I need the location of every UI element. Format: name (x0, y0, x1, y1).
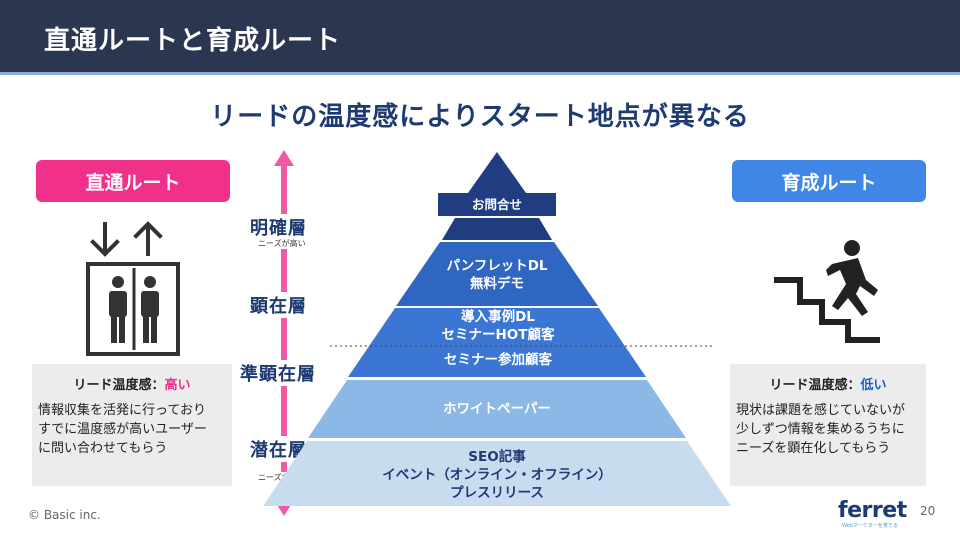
page-title: 直通ルートと育成ルート (44, 26, 342, 56)
direct-route-info: リード温度感：高い 情報収集を活発に行っており すでに温度感が高いユーザー に問… (32, 364, 232, 486)
pyramid-level-5 (263, 441, 731, 506)
pyramid-text-seo: SEO記事 イベント（オンライン・オフライン） プレスリリース (382, 449, 612, 501)
slide-subtitle: リードの温度感によりスタート地点が異なる (210, 102, 750, 132)
pyramid-level-4 (308, 380, 686, 438)
layer-label-apparent: 顕在層 (250, 292, 307, 318)
layer-label-clear: 明確層 (250, 214, 307, 240)
layer-label-latent: 潜在層 (250, 436, 307, 462)
header-divider (0, 72, 960, 75)
page-number: 20 (920, 504, 936, 518)
pyramid-level-3 (348, 308, 646, 377)
pyramid-level-1-lower (442, 218, 552, 240)
pyramid-apex (468, 152, 526, 193)
nurture-route-label: 育成ルート (732, 160, 926, 202)
pyramid-text-inquiry: お問合せ (471, 197, 522, 212)
ferret-logo: ferret (838, 498, 907, 523)
nurture-route-info: リード温度感：低い 現状は課題を感じていないが 少しずつ情報を集めるうちに ニー… (730, 364, 926, 486)
logo-tagline: Webマーケターを育てる (842, 523, 898, 529)
direct-route-label: 直通ルート (36, 160, 230, 202)
layer-label-semi-apparent: 準顕在層 (240, 360, 316, 386)
pyramid-level-2 (396, 242, 598, 306)
pyramid-level-1 (438, 193, 556, 216)
copyright: © Basic inc. (28, 508, 101, 522)
header-bar (0, 0, 960, 72)
note-low-needs: ニーズが低い (258, 472, 306, 483)
note-high-needs: ニーズが高い (258, 238, 306, 249)
pyramid-text-whitepaper: ホワイトペーパー (443, 401, 551, 417)
pyramid-text-case-study: 導入事例DL セミナーHOT顧客 セミナー参加顧客 (441, 309, 555, 368)
pyramid-text-brochure: パンフレットDL 無料デモ (446, 258, 548, 292)
elevator-icon (86, 221, 180, 356)
stairs-running-icon (774, 240, 880, 343)
